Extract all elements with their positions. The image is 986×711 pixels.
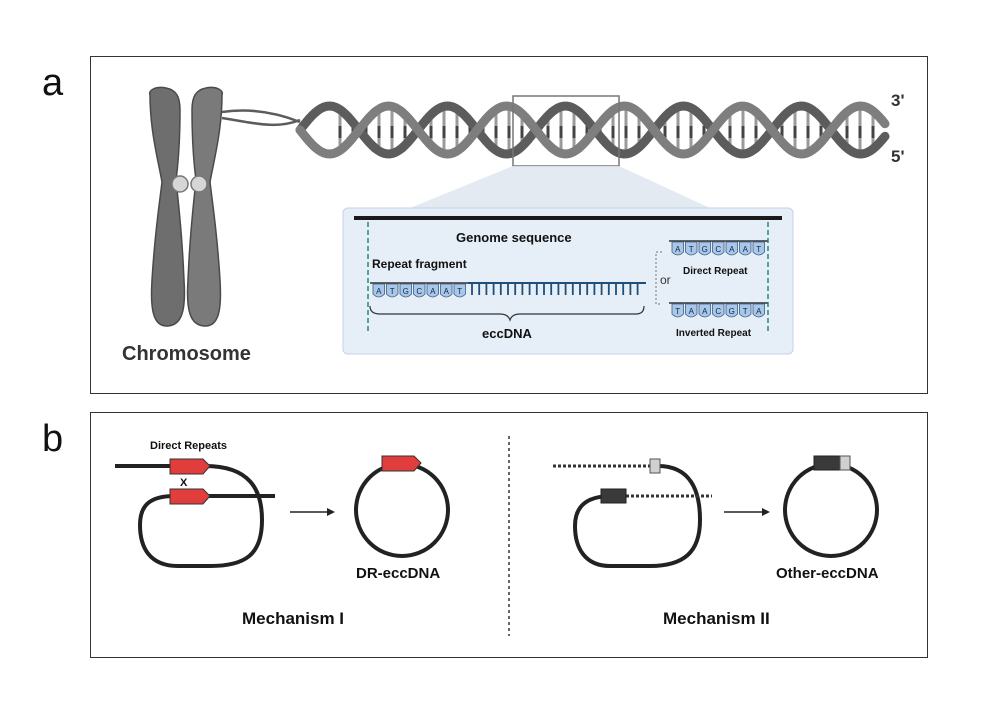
dr-eccdna-repeat-icon	[382, 456, 421, 471]
direct-repeats-label: Direct Repeats	[150, 440, 227, 452]
light-junction-block-icon	[650, 459, 660, 473]
other-eccdna-dark-block-icon	[814, 456, 840, 470]
dr-eccdna-label: DR-eccDNA	[356, 565, 440, 582]
mechanism-1-diagram: Direct Repeats X DR-eccDNA Mechanism I	[115, 440, 448, 628]
crossover-mark: X	[180, 477, 188, 489]
mechanism-2-arrowhead	[762, 508, 770, 516]
mechanism-1-arrowhead	[327, 508, 335, 516]
other-eccdna-circle	[785, 464, 877, 556]
dr-eccdna-circle	[356, 464, 448, 556]
direct-repeat-2-icon	[170, 489, 210, 504]
mechanism-2-diagram: Other-eccDNA Mechanism II	[553, 456, 879, 628]
dark-junction-block-icon	[601, 489, 626, 503]
other-eccdna-light-block-icon	[840, 456, 850, 470]
recombining-dna-loop	[115, 466, 275, 566]
mechanism-2-label: Mechanism II	[663, 609, 770, 628]
direct-repeat-1-icon	[170, 459, 210, 474]
dna-loop	[575, 466, 700, 566]
other-eccdna-label: Other-eccDNA	[776, 565, 879, 582]
mechanism-1-label: Mechanism I	[242, 609, 344, 628]
